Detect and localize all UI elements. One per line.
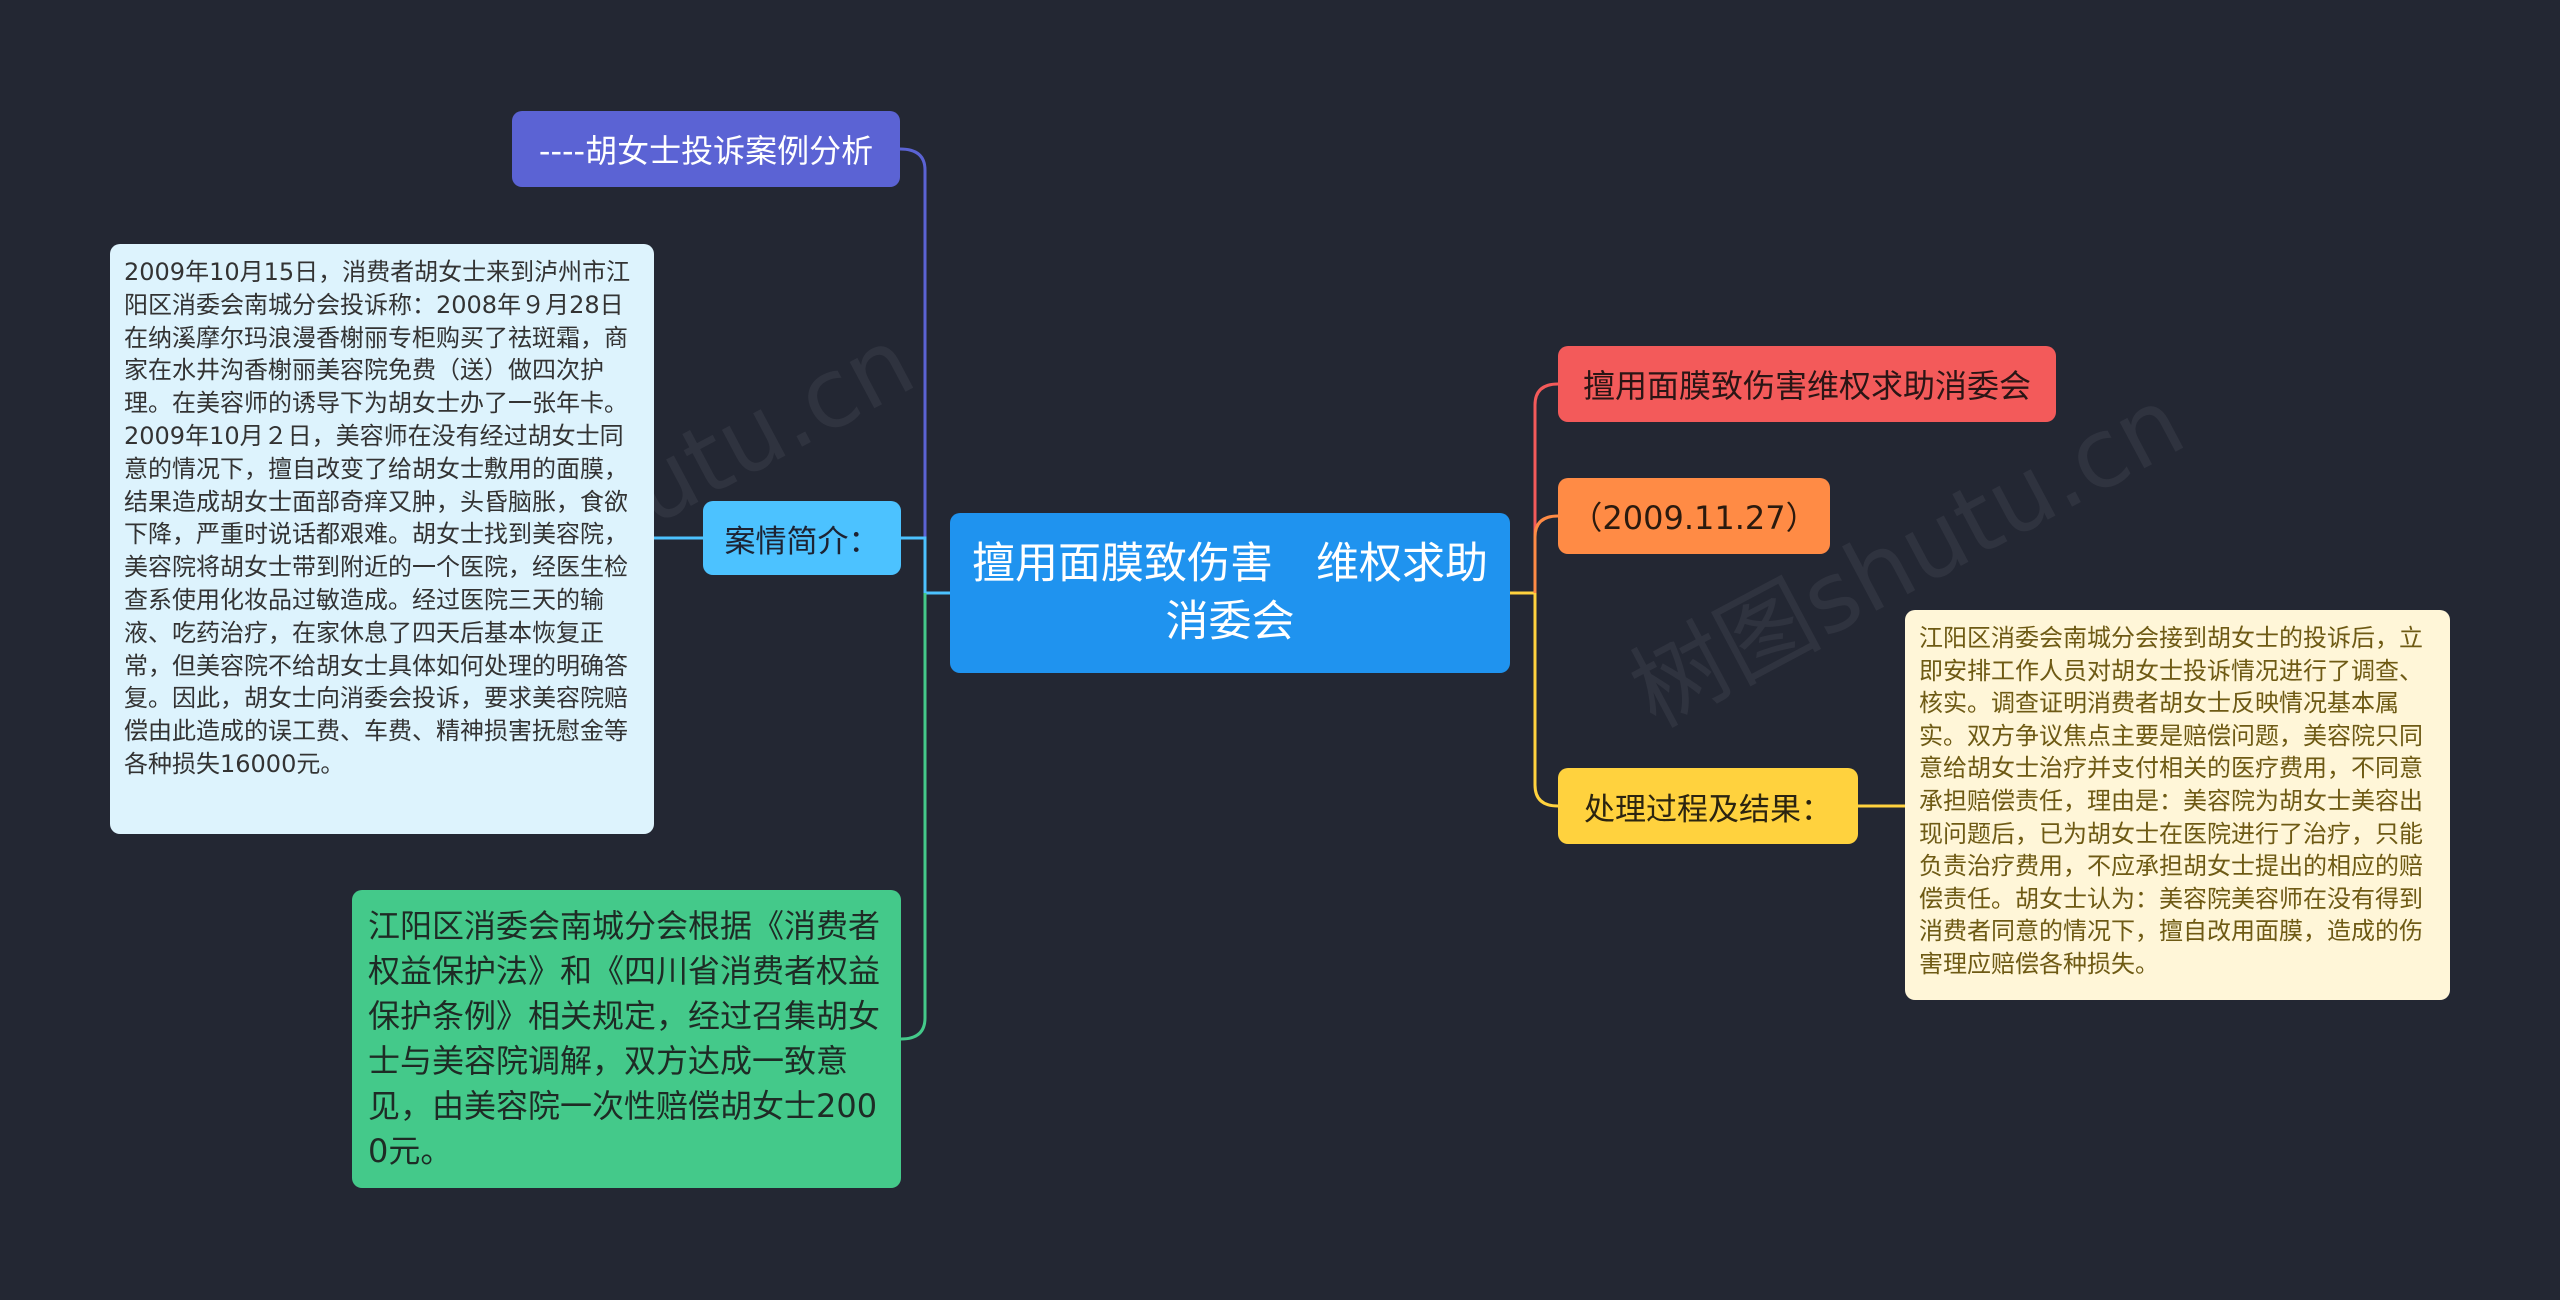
link-date (1533, 514, 1559, 593)
node-case-summary[interactable]: 案情简介： (703, 501, 901, 575)
link-process (1533, 593, 1559, 808)
link-outcome (900, 593, 927, 1041)
date-label: （2009.11.27） (1570, 499, 1818, 537)
node-date[interactable]: （2009.11.27） (1558, 478, 1830, 554)
central-topic-label: 擅用面膜致伤害 维权求助消委会 (972, 539, 1488, 647)
node-mediation-outcome[interactable]: 江阳区消委会南城分会根据《消费者权益保护法》和《四川省消费者权益保护条例》相关规… (352, 890, 901, 1188)
node-headline[interactable]: 擅用面膜致伤害维权求助消委会 (1558, 346, 2056, 422)
node-case-summary-text[interactable]: 2009年10月15日，消费者胡女士来到泸州市江阳区消委会南城分会投诉称：200… (110, 244, 654, 834)
case-summary-label: 案情简介： (724, 523, 880, 560)
node-central-topic[interactable]: 擅用面膜致伤害 维权求助消委会 (950, 513, 1510, 673)
node-case-analysis-title[interactable]: ----胡女士投诉案例分析 (512, 111, 900, 187)
case-summary-text: 2009年10月15日，消费者胡女士来到泸州市江阳区消委会南城分会投诉称：200… (124, 258, 631, 778)
mediation-outcome-text: 江阳区消委会南城分会根据《消费者权益保护法》和《四川省消费者权益保护条例》相关规… (368, 907, 881, 1170)
headline-label: 擅用面膜致伤害维权求助消委会 (1582, 367, 2031, 405)
link-intro (901, 536, 927, 593)
node-process-result-text[interactable]: 江阳区消委会南城分会接到胡女士的投诉后，立即安排工作人员对胡女士投诉情况进行了调… (1905, 610, 2450, 1000)
process-result-label: 处理过程及结果： (1584, 791, 1832, 828)
process-result-text: 江阳区消委会南城分会接到胡女士的投诉后，立即安排工作人员对胡女士投诉情况进行了调… (1919, 624, 2423, 978)
link-headline (1533, 382, 1559, 593)
node-process-result[interactable]: 处理过程及结果： (1558, 768, 1858, 844)
node-case-analysis-title-label: ----胡女士投诉案例分析 (538, 132, 874, 170)
link-title (899, 147, 927, 593)
